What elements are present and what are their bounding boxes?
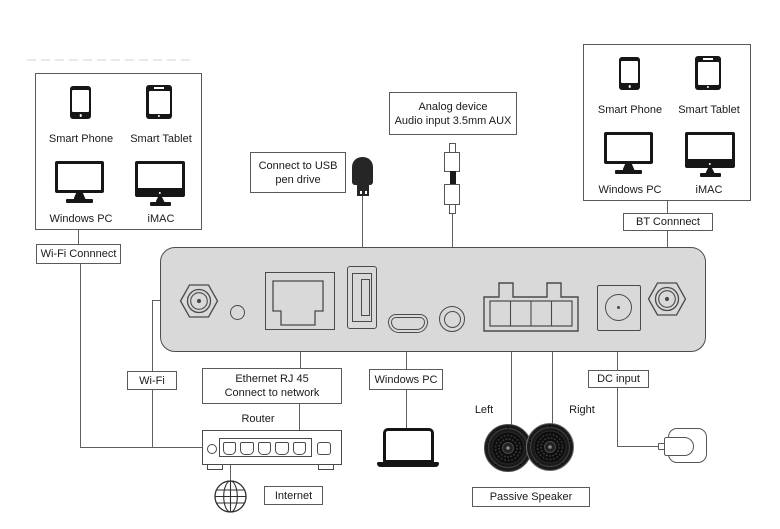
reset-hole	[230, 305, 245, 320]
connector-line	[667, 201, 668, 213]
dc-jack	[597, 285, 641, 331]
connector-line	[362, 196, 363, 268]
tablet-icon	[146, 85, 172, 119]
connector-line	[511, 330, 512, 426]
desktop-monitor-icon	[604, 132, 653, 174]
internet-label: Internet	[264, 486, 323, 505]
connector-line	[80, 447, 203, 448]
aux-jack	[439, 306, 465, 332]
micro-usb-port-inner	[391, 317, 425, 330]
wifi-label: Wi-Fi	[127, 371, 177, 390]
router-label: Router	[241, 413, 275, 425]
usb-port-slot	[352, 273, 372, 322]
device-label: Windows PC	[49, 213, 113, 225]
desktop-monitor-icon	[55, 161, 104, 203]
tablet-icon	[695, 56, 721, 90]
bt-device-group: Smart Phone Smart Tablet Windows PC iMAC	[583, 44, 751, 201]
speaker-terminal-block	[483, 282, 579, 332]
ethernet-port	[265, 272, 335, 330]
dc-input-label: DC input	[588, 370, 649, 388]
device-label: Smart Phone	[48, 133, 114, 145]
device-label: iMAC	[695, 184, 723, 196]
connector-line	[152, 390, 153, 448]
usb-callout: Connect to USB pen drive	[250, 152, 346, 193]
smartphone-icon	[70, 86, 91, 119]
windows-pc-label: Windows PC	[369, 369, 443, 390]
device-label: Smart Phone	[597, 104, 663, 116]
wifi-device-group: Smart Phone Smart Tablet Windows PC iMAC	[35, 73, 202, 230]
speaker-left-label: Left	[474, 404, 494, 416]
ethernet-label: Ethernet RJ 45 Connect to network	[202, 368, 342, 404]
device-label: Windows PC	[598, 184, 662, 196]
internet-globe-icon	[214, 480, 247, 513]
connector-line	[78, 230, 79, 244]
connector-line	[80, 264, 81, 448]
connector-line	[152, 300, 153, 371]
smartphone-icon	[619, 57, 640, 90]
device-label: Smart Tablet	[678, 104, 740, 116]
wifi-antenna-connector	[179, 284, 219, 318]
bt-connect-label: BT Connnect	[623, 213, 713, 231]
speaker-right-label: Right	[569, 404, 595, 416]
device-label: iMAC	[147, 213, 175, 225]
passive-speaker-label: Passive Speaker	[472, 487, 590, 507]
faint-artifact-line	[27, 59, 192, 61]
device-label: Smart Tablet	[130, 133, 192, 145]
passive-speakers-icon	[484, 423, 574, 472]
dc-jack-barrel	[605, 294, 632, 321]
connector-line	[406, 390, 407, 430]
aux-callout: Analog device Audio input 3.5mm AUX	[389, 92, 517, 135]
aux-jack-inner	[443, 310, 461, 328]
connector-line	[230, 464, 231, 481]
ethernet-port-inner	[272, 280, 324, 326]
dc-jack-pin	[617, 306, 620, 309]
micro-usb-port	[388, 314, 428, 333]
connector-line	[552, 330, 553, 424]
connector-line	[299, 403, 300, 442]
imac-icon	[685, 132, 735, 177]
wifi-connect-label: Wi-Fi Connnect	[36, 244, 121, 264]
imac-icon	[135, 161, 185, 206]
bt-antenna-connector	[647, 282, 687, 316]
connector-line	[617, 446, 663, 447]
usb-port	[347, 266, 377, 329]
usb-port-tongue	[361, 279, 370, 316]
connector-line	[617, 388, 618, 447]
